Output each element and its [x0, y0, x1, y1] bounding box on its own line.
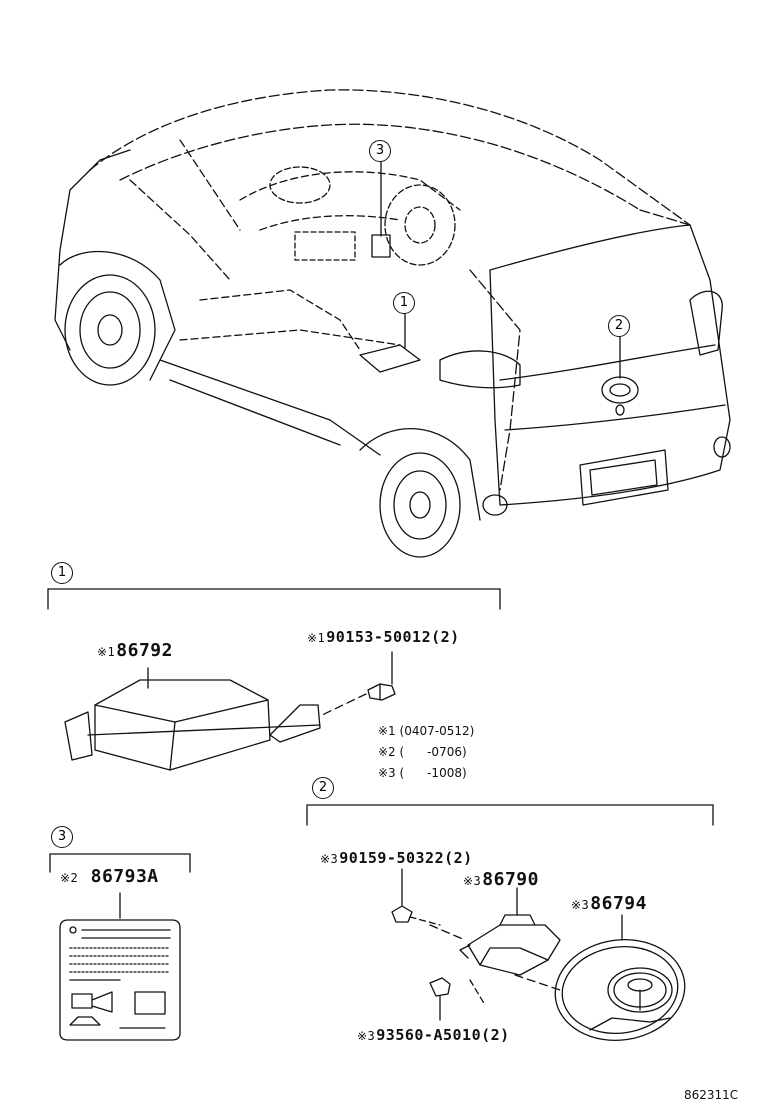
- group1-callout: 1: [51, 562, 73, 584]
- remark-range: (0407-0512): [399, 724, 475, 738]
- remark-mark: ※2: [378, 745, 396, 759]
- remark-mark: ※3: [378, 766, 396, 780]
- emblem-drawing: [554, 914, 686, 1041]
- remark-mark: ※1: [97, 645, 116, 659]
- remark-range: ( -0706): [399, 745, 467, 759]
- part-label-90153-50012: ※190153-50012(2): [307, 628, 460, 646]
- drawing-code: 862311C: [684, 1088, 739, 1102]
- part-number: 86794: [590, 893, 647, 914]
- part-label-86793A: ※2 86793A: [60, 866, 159, 887]
- switch-drawing: [459, 887, 561, 1006]
- group3-bracket: [49, 853, 191, 873]
- part-label-86794: ※386794: [571, 893, 647, 914]
- part-label-86790: ※386790: [463, 869, 539, 890]
- callout-1-vehicle: 1: [393, 292, 415, 314]
- part-number: 90153-50012(2): [326, 628, 460, 646]
- group1-bracket: [47, 588, 501, 610]
- screw-drawing: [391, 868, 466, 941]
- part-number: 86793A: [90, 866, 159, 887]
- part-label-90159-50322: ※390159-50322(2): [320, 849, 473, 867]
- group2-callout: 2: [312, 777, 334, 799]
- ecu-module-drawing: [64, 667, 321, 771]
- part-number: 86792: [116, 640, 173, 661]
- remark-note-1: ※1 (0407-0512): [378, 724, 474, 738]
- group3-callout: 3: [51, 826, 73, 848]
- remark-mark: ※3: [463, 874, 482, 888]
- caution-label-drawing: [59, 892, 181, 1041]
- remark-note-3: ※3 ( -1008): [378, 766, 467, 780]
- part-label-86792: ※186792: [97, 640, 173, 661]
- remark-mark: ※3: [320, 852, 339, 866]
- remark-mark: ※3: [571, 898, 590, 912]
- remark-mark: ※1: [307, 631, 326, 645]
- remark-range: ( -1008): [399, 766, 467, 780]
- remark-mark: ※1: [378, 724, 396, 738]
- callout-3-vehicle: 3: [369, 140, 391, 162]
- remark-mark: ※3: [357, 1029, 376, 1043]
- remark-mark: ※2: [60, 871, 79, 885]
- part-label-93560-A5010: ※393560-A5010(2): [357, 1026, 510, 1044]
- group2-bracket: [306, 804, 714, 826]
- part-number: 86790: [482, 869, 539, 890]
- part-number: 90159-50322(2): [339, 849, 473, 867]
- bolt-drawing: [319, 651, 396, 717]
- nut-drawing: [429, 977, 451, 1021]
- vehicle-illustration: [54, 89, 731, 558]
- part-number: 93560-A5010(2): [376, 1026, 510, 1044]
- callout-2-vehicle: 2: [608, 315, 630, 337]
- remark-note-2: ※2 ( -0706): [378, 745, 467, 759]
